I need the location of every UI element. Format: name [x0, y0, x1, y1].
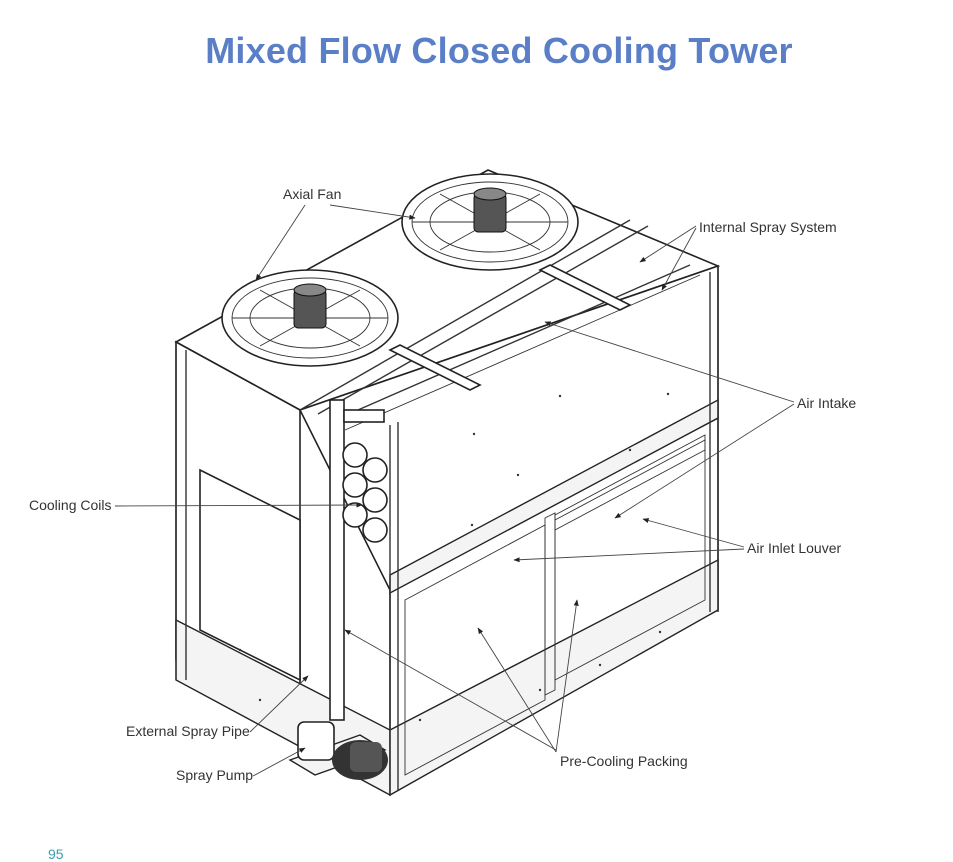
svg-text:Spray Pump: Spray Pump	[176, 767, 253, 783]
external-spray-pipe-graphic	[329, 399, 345, 721]
svg-text:External Spray Pipe: External Spray Pipe	[126, 723, 250, 739]
svg-text:Axial Fan: Axial Fan	[283, 186, 341, 202]
svg-text:Pre-Cooling Packing: Pre-Cooling Packing	[560, 753, 688, 769]
label-air-inlet-louver: Air Inlet Louver	[513, 518, 841, 563]
label-external-spray-pipe: External Spray Pipe	[126, 675, 309, 739]
svg-text:Air Intake: Air Intake	[797, 395, 856, 411]
diagram-title: Mixed Flow Closed Cooling Tower	[205, 30, 793, 71]
fan-right	[401, 173, 579, 271]
fan-left	[221, 269, 399, 367]
cooling-coils-graphic	[342, 442, 388, 543]
svg-text:Cooling Coils: Cooling Coils	[29, 497, 111, 513]
svg-text:Internal Spray System: Internal Spray System	[699, 219, 837, 235]
svg-text:Air Inlet Louver: Air Inlet Louver	[747, 540, 841, 556]
label-pre-cooling-packing: Pre-Cooling Packing	[344, 599, 688, 769]
label-air-intake: Air Intake	[544, 321, 856, 519]
label-axial-fan: Axial Fan	[255, 186, 416, 281]
spray-pump-graphic	[288, 721, 388, 780]
label-internal-spray-system: Internal Spray System	[639, 219, 837, 291]
page-number: 95	[48, 846, 64, 862]
label-spray-pump: Spray Pump	[176, 747, 306, 783]
label-cooling-coils: Cooling Coils	[29, 497, 363, 513]
bolt-dots	[238, 392, 670, 722]
